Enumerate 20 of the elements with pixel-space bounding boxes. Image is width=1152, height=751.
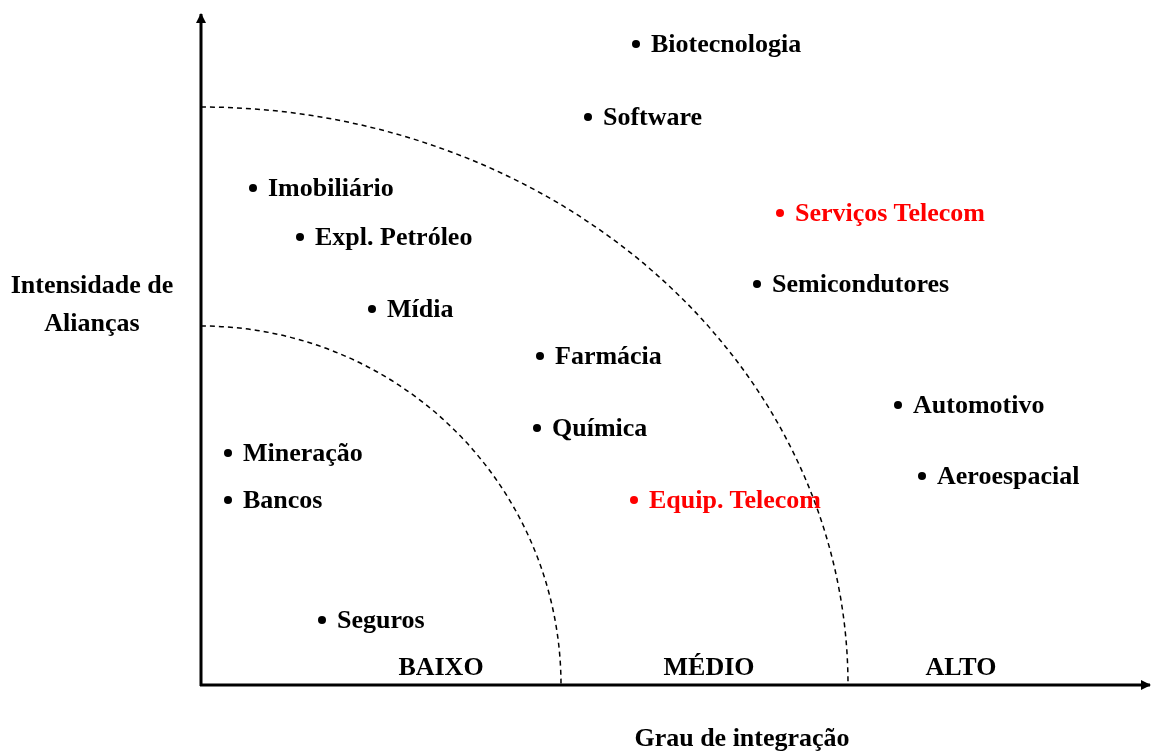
category-label: Bancos	[243, 484, 323, 516]
category-label: Automotivo	[913, 389, 1045, 421]
zone-label: BAIXO	[398, 651, 484, 683]
category-label: Seguros	[337, 604, 425, 636]
category-label: Expl. Petróleo	[315, 221, 473, 253]
category-label: Mídia	[387, 293, 454, 325]
zone-label: ALTO	[925, 651, 997, 683]
category-label: Software	[603, 101, 703, 133]
category-label: Serviços Telecom	[795, 197, 985, 229]
category-label: Equip. Telecom	[649, 484, 821, 516]
axis-title: Intensidade de Alianças	[9, 269, 175, 339]
zone-label: MÉDIO	[663, 651, 755, 683]
category-label: Imobiliário	[268, 172, 394, 204]
category-label: Aeroespacial	[937, 460, 1080, 492]
category-label: Química	[552, 412, 648, 444]
axis-title: Grau de integração	[634, 722, 850, 751]
category-label: Biotecnologia	[651, 28, 802, 60]
category-label: Mineração	[243, 437, 363, 469]
category-label: Semicondutores	[772, 268, 950, 300]
category-label: Farmácia	[555, 340, 662, 372]
